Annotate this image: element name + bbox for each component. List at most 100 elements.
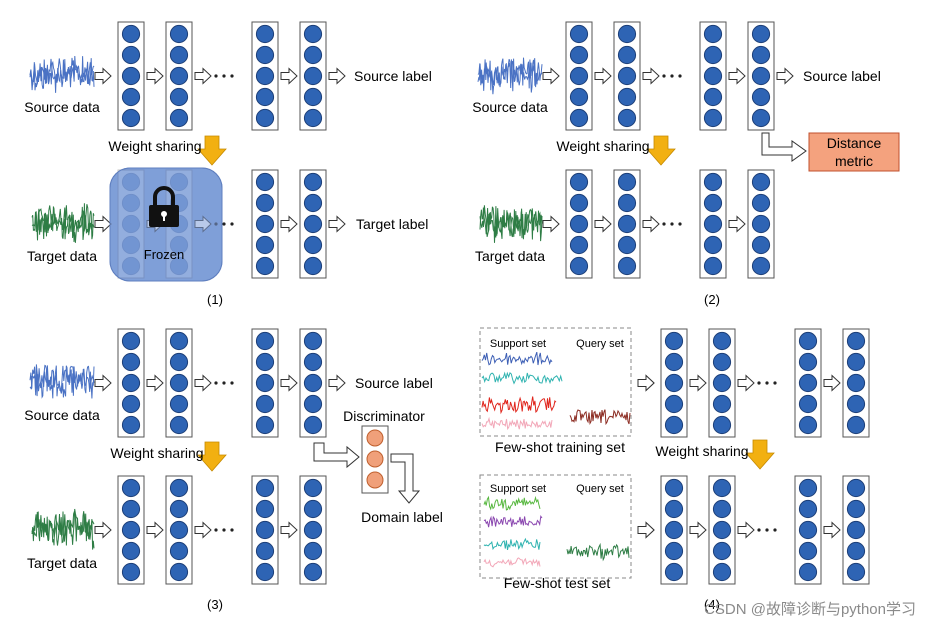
p2-source-net-layer-4-neuron: [751, 45, 771, 65]
p4-test-net-layer-4-neuron: [846, 499, 866, 519]
p3-source-net-ellipsis: [214, 381, 234, 385]
p4-test-net-layer-2-neuron: [712, 562, 732, 582]
p2-source-net-layer-2-neuron: [617, 24, 637, 44]
p4-train-net-layer-4-neuron: [846, 373, 866, 393]
p2-source-net-layer-2-neuron: [617, 108, 637, 128]
p3-source-net-layer-1: [117, 328, 145, 438]
p4-test-net-layer-3-neuron: [798, 541, 818, 561]
p3-source-net-layer-4-neuron: [303, 394, 323, 414]
p1-source-net-ellipsis-dot: [214, 74, 218, 78]
p2-source-signal-layer: [477, 58, 543, 88]
p4-test-net-ellipsis: [757, 528, 777, 532]
p4-test-net-layer-3-neuron: [798, 499, 818, 519]
p2-target-net-arrow-1: [594, 215, 612, 233]
p2-target-net-ellipsis-dot: [670, 222, 674, 226]
p2-target-net-layer-3-neuron: [703, 214, 723, 234]
p3-target-net-layer-3-neuron: [255, 562, 275, 582]
p4-train-net-layer-3-neuron: [798, 373, 818, 393]
p1-target-net-arrow-out: [328, 215, 346, 233]
p2-source-net-layer-1: [565, 21, 593, 131]
p1-source-net-ellipsis-dot: [230, 74, 234, 78]
p1-target-net-layer-3: [251, 169, 279, 279]
p1-target-net-layer-4-neuron: [303, 193, 323, 213]
p3-target-net-layer-4-neuron: [303, 478, 323, 498]
p3-target-net-layer-4-neuron: [303, 541, 323, 561]
p2-source-net-layer-2-neuron: [617, 87, 637, 107]
p4-test-net-layer-3-neuron: [798, 478, 818, 498]
p4-test-net-arrow-3: [823, 521, 841, 539]
p3-target-net-layer-3: [251, 475, 279, 585]
p3-caption: (3): [207, 597, 223, 612]
p4-train-net-layer-1-neuron: [664, 373, 684, 393]
p4-train-support-signal-1: [481, 351, 553, 366]
p2-source-net-layer-1-neuron: [569, 87, 589, 107]
p3-target-net-layer-3-neuron: [255, 541, 275, 561]
p3-source-net-arrow-2: [194, 374, 212, 392]
p1-target-net-arrow-in: [94, 215, 112, 233]
p2-source-net-ellipsis-dot: [678, 74, 682, 78]
p2-target-net-layer-3-neuron: [703, 256, 723, 276]
p4-train-net-layer-3-neuron: [798, 331, 818, 351]
p4-train-net-layer-3-neuron: [798, 415, 818, 435]
p3-target-net-layer-3-neuron: [255, 520, 275, 540]
p1-source-net-layer-2-neuron: [169, 87, 189, 107]
p3-target-net-layer-4: [299, 475, 327, 585]
p4-train-support-signal-4: [481, 416, 553, 431]
p1-source-net-layer-1-neuron: [121, 87, 141, 107]
p2-target-net-layer-1: [565, 169, 593, 279]
p4-test-net-layer-4-neuron: [846, 520, 866, 540]
p3-target-net-arrow-3: [280, 521, 298, 539]
p4-test-net-layer-2-neuron: [712, 541, 732, 561]
p4-test-support-signal-4: [483, 557, 541, 568]
p3-target-net-layer-2-neuron: [169, 478, 189, 498]
p2-source-net-layer-3-neuron: [703, 108, 723, 128]
p1-source-net-layer-3-neuron: [255, 24, 275, 44]
p4-train-net-layer-1: [660, 328, 688, 438]
lock-icon-shackle: [153, 186, 175, 206]
p2-weight-sharing-label: Weight sharing: [556, 138, 649, 154]
p3-target-net-arrow-2: [194, 521, 212, 539]
p2-target-net-arrow-3: [728, 215, 746, 233]
p3-source-net-arrow-3: [280, 374, 298, 392]
p3-target-net-layer-2: [165, 475, 193, 585]
p1-source-net-layer-4-neuron: [303, 24, 323, 44]
p4-test-net-arrow-2: [737, 521, 755, 539]
p2-target-net-layer-4-neuron: [751, 256, 771, 276]
p3-source-net-layer-4-neuron: [303, 331, 323, 351]
p4-train-net-layer-2: [708, 328, 736, 438]
p4-test-net-layer-1-neuron: [664, 520, 684, 540]
p4-train-net-layer-2-neuron: [712, 415, 732, 435]
p2-target-net-layer-1-neuron: [569, 235, 589, 255]
p3-source-net-layer-2-neuron: [169, 415, 189, 435]
p2-source-net-layer-3-neuron: [703, 87, 723, 107]
p1-source-net-layer-3-neuron: [255, 108, 275, 128]
p4-train-net-layer-1-neuron: [664, 415, 684, 435]
p4-train-net-layer-4-neuron: [846, 352, 866, 372]
p2-source-net-ellipsis: [662, 74, 682, 78]
p2-distance-metric-line1: Distance: [827, 135, 882, 151]
p4-weight-sharing-arrow: [745, 439, 775, 470]
p4-train-net-layer-2-neuron: [712, 352, 732, 372]
p3-target-net-arrow-in: [94, 521, 112, 539]
p2-source-net-layer-4-neuron: [751, 108, 771, 128]
p1-source-net-layer-3-neuron: [255, 45, 275, 65]
p3-source-net-layer-2: [165, 328, 193, 438]
p2-source-net-arrow-3: [728, 67, 746, 85]
p1-source-net-layer-2-neuron: [169, 45, 189, 65]
p3-discriminator-neuron: [366, 429, 384, 447]
p4-train-net-layer-4: [842, 328, 870, 438]
p3-source-net-layer-1-neuron: [121, 352, 141, 372]
p2-target-net-layer-4-neuron: [751, 193, 771, 213]
p1-source-signal-layer: [29, 58, 95, 86]
csdn-watermark: CSDN @故障诊断与python学习: [704, 600, 916, 618]
p4-train-net-arrow-2: [737, 374, 755, 392]
p2-target-net-layer-2: [613, 169, 641, 279]
p3-target-signal-layer: [31, 511, 95, 544]
p4-test-net-layer-4-neuron: [846, 541, 866, 561]
p4-train-net-layer-3-neuron: [798, 352, 818, 372]
p3-source-net-arrow-1: [146, 374, 164, 392]
p4-test-net-layer-4-neuron: [846, 562, 866, 582]
p2-target-net-layer-2-neuron: [617, 214, 637, 234]
p1-source-net-arrow-in: [94, 67, 112, 85]
